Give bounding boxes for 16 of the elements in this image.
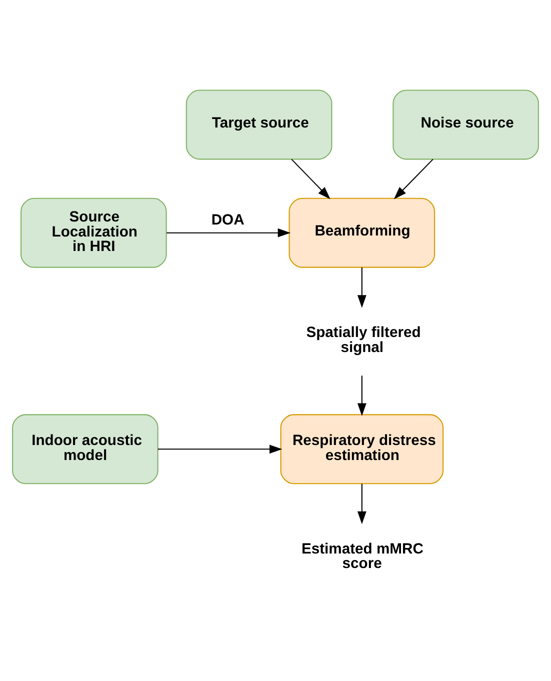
node-box: Respiratory distress estimation xyxy=(280,414,444,484)
edge-label: DOA xyxy=(211,212,244,228)
node-box: Indoor acoustic model xyxy=(12,414,158,484)
arrow xyxy=(166,228,291,237)
node-text: Estimated mMRC score xyxy=(301,540,424,572)
node-box: Source Localization in HRI xyxy=(20,197,167,268)
arrow xyxy=(394,158,434,199)
node-box: Beamforming xyxy=(288,197,436,268)
node-box: Target source xyxy=(186,89,332,160)
arrow xyxy=(357,483,366,524)
arrow xyxy=(158,444,282,454)
node-text: Spatially filtered signal xyxy=(306,324,421,356)
arrow xyxy=(357,375,366,416)
arrow xyxy=(291,158,330,199)
node-box: Noise source xyxy=(392,89,539,160)
arrow xyxy=(357,266,366,308)
